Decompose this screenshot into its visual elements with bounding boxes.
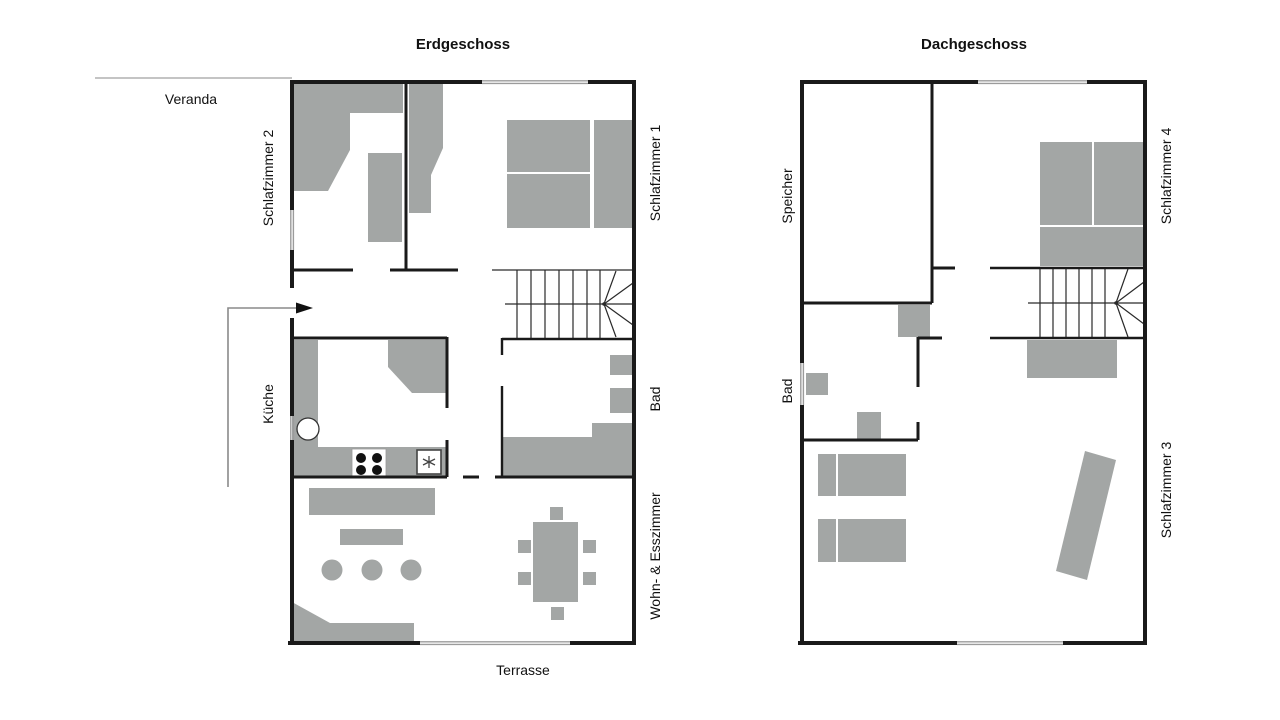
window bbox=[957, 641, 1063, 646]
wardrobe bbox=[409, 82, 443, 213]
floorplan-dachgeschoss: Dachgeschoss Speicher Schlafzimmer 4 Bad… bbox=[779, 36, 1174, 646]
chair bbox=[400, 559, 422, 581]
window bbox=[482, 80, 588, 85]
erdgeschoss-interior-walls bbox=[290, 80, 636, 479]
wardrobe bbox=[594, 120, 634, 228]
chair bbox=[583, 540, 596, 553]
dachgeschoss-interior-walls bbox=[800, 80, 1145, 442]
bed bbox=[1040, 142, 1092, 225]
dachgeschoss-furniture bbox=[806, 142, 1145, 580]
sofa bbox=[309, 488, 435, 515]
dachgeschoss-title: Dachgeschoss bbox=[921, 36, 1027, 53]
shower bbox=[898, 305, 930, 337]
window bbox=[800, 363, 805, 405]
bed bbox=[507, 120, 590, 172]
erdgeschoss-outer-walls bbox=[288, 80, 636, 646]
window bbox=[290, 416, 295, 440]
wardrobe bbox=[1056, 451, 1116, 580]
shower bbox=[592, 423, 633, 477]
bed bbox=[507, 174, 590, 228]
label-wohn-esszimmer: Wohn- & Esszimmer bbox=[647, 492, 663, 620]
kitchen-pantry bbox=[388, 340, 447, 393]
chair bbox=[361, 559, 383, 581]
fireplace-corner bbox=[292, 602, 414, 641]
bed bbox=[1094, 142, 1145, 225]
toilet bbox=[610, 388, 633, 413]
label-bad-dg: Bad bbox=[779, 379, 795, 404]
bed bbox=[368, 153, 402, 242]
toilet bbox=[857, 412, 881, 439]
dining-set bbox=[518, 507, 596, 620]
dining-table bbox=[533, 522, 578, 602]
terrace-door bbox=[420, 641, 570, 646]
label-speicher: Speicher bbox=[779, 168, 795, 224]
label-veranda: Veranda bbox=[165, 91, 217, 107]
label-schlafzimmer3: Schlafzimmer 3 bbox=[1158, 442, 1174, 539]
bed bbox=[818, 519, 906, 562]
label-bad-eg: Bad bbox=[647, 387, 663, 412]
staircase bbox=[1028, 268, 1145, 338]
bed bbox=[818, 454, 906, 496]
coffee-table bbox=[340, 529, 403, 545]
chair bbox=[518, 572, 531, 585]
stove-icon bbox=[351, 448, 387, 477]
erdgeschoss-title: Erdgeschoss bbox=[416, 36, 510, 53]
erdgeschoss-furniture bbox=[292, 82, 634, 641]
chair bbox=[551, 607, 564, 620]
label-schlafzimmer4: Schlafzimmer 4 bbox=[1158, 128, 1174, 225]
staircase bbox=[492, 269, 634, 339]
bed bbox=[1040, 227, 1145, 266]
chair bbox=[583, 572, 596, 585]
entrance-arrow-icon bbox=[227, 302, 313, 487]
label-terrasse: Terrasse bbox=[496, 662, 550, 678]
bathroom-sink bbox=[806, 373, 828, 395]
bathtub bbox=[503, 437, 592, 477]
dachgeschoss-outer-walls bbox=[798, 80, 1147, 646]
label-schlafzimmer1: Schlafzimmer 1 bbox=[647, 125, 663, 222]
bathroom-sink bbox=[610, 355, 633, 375]
label-schlafzimmer2: Schlafzimmer 2 bbox=[260, 130, 276, 227]
closet bbox=[1027, 340, 1117, 378]
wardrobe bbox=[292, 82, 403, 191]
chair bbox=[321, 559, 343, 581]
chair bbox=[518, 540, 531, 553]
window bbox=[290, 210, 295, 250]
chair bbox=[550, 507, 563, 520]
floorplan-erdgeschoss: Erdgeschoss Veranda Schlafzimmer 2 Schla… bbox=[95, 36, 663, 678]
sink-icon bbox=[296, 417, 320, 441]
window bbox=[978, 80, 1087, 85]
label-kueche: Küche bbox=[260, 384, 276, 424]
fridge-icon bbox=[416, 449, 442, 475]
